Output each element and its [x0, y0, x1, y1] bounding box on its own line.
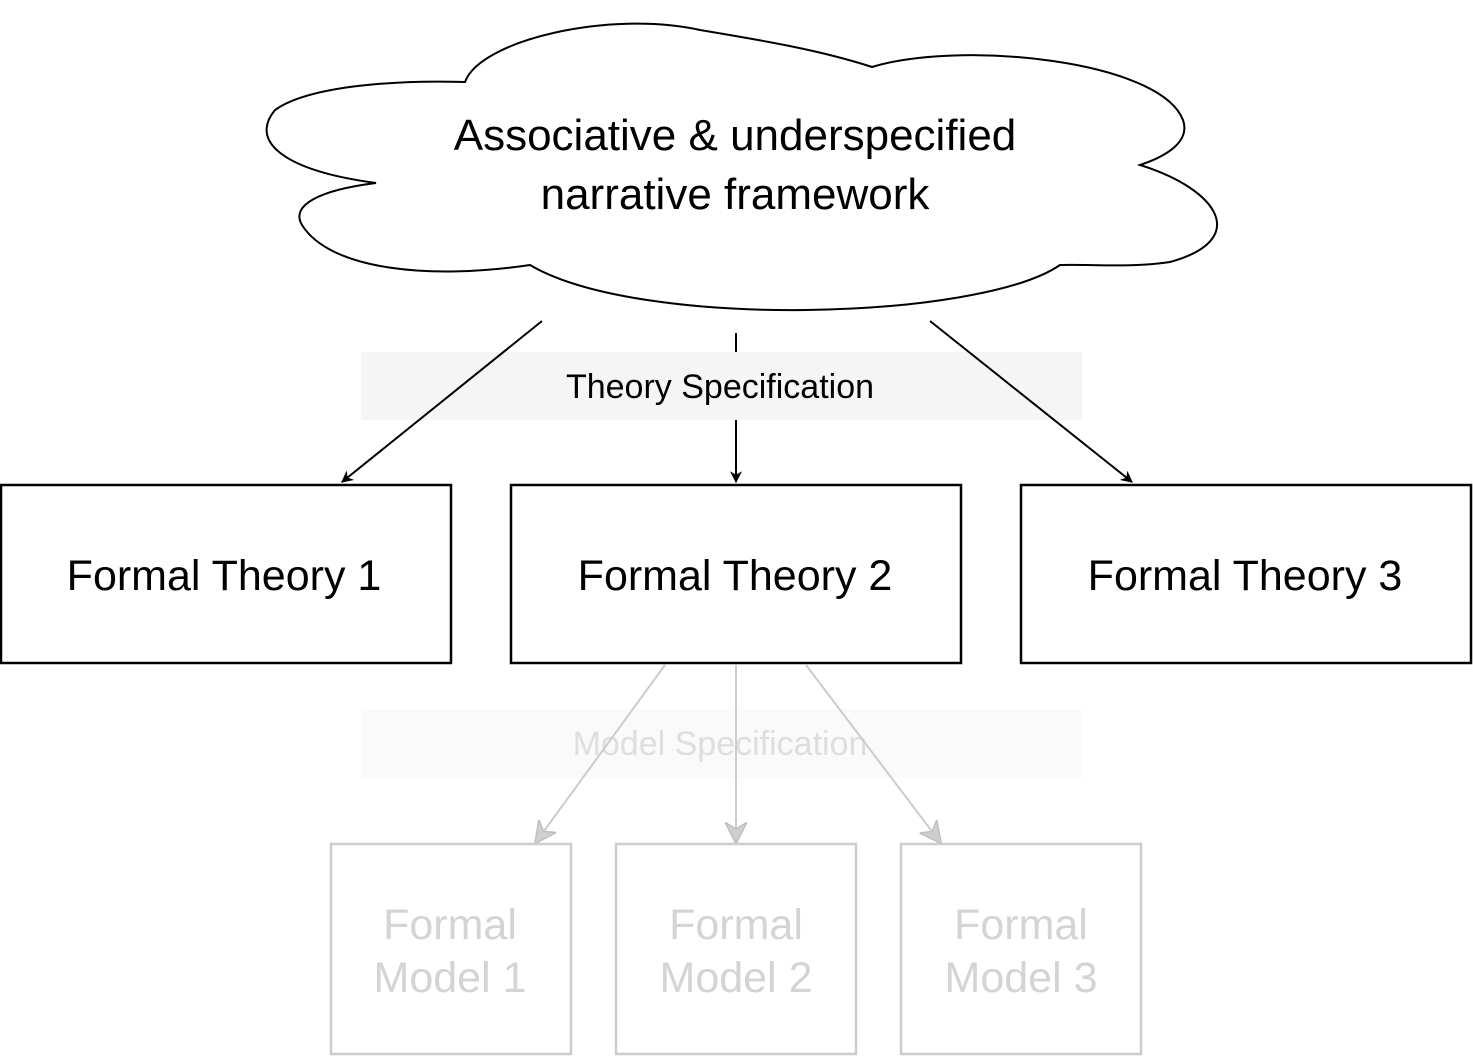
formal-theory-2-box[interactable]: Formal Theory 2 — [509, 483, 963, 665]
formal-model-3-line-1: Formal — [954, 901, 1088, 949]
formal-model-1-line-2: Model 1 — [374, 954, 527, 1002]
formal-model-1-box[interactable]: Formal Model 1 — [329, 842, 573, 1056]
formal-model-2-line-2: Model 2 — [660, 954, 813, 1002]
theory-specification-band — [361, 352, 1082, 420]
theory-specification-label: Theory Specification — [566, 368, 874, 406]
formal-theory-1-box[interactable]: Formal Theory 1 — [0, 483, 453, 665]
formal-model-3-line-2: Model 3 — [945, 954, 1098, 1002]
formal-theory-2-label: Formal Theory 2 — [578, 552, 893, 600]
arrow-to-model-3 — [805, 664, 940, 842]
model-specification-label: Model Specification — [573, 725, 868, 763]
formal-model-2-line-1: Formal — [669, 901, 803, 949]
formal-model-2-box[interactable]: Formal Model 2 — [614, 842, 858, 1056]
narrative-framework-cloud[interactable]: Associative & underspecified narrative f… — [265, 22, 1218, 311]
formal-theory-3-label: Formal Theory 3 — [1088, 552, 1403, 600]
formal-model-2-rect — [614, 842, 858, 1056]
model-specification-background — [361, 709, 1082, 778]
formal-theory-2-rect — [509, 483, 963, 665]
formal-model-1-rect — [329, 842, 573, 1056]
formal-theory-1-rect — [0, 483, 453, 665]
formal-theory-3-rect — [1019, 483, 1473, 665]
formal-model-3-rect — [899, 842, 1143, 1056]
arrow-to-model-1 — [536, 664, 666, 842]
cloud-title-line-2: narrative framework — [541, 170, 931, 219]
formal-model-3-box[interactable]: Formal Model 3 — [899, 842, 1143, 1056]
cloud-title-line-1: Associative & underspecified — [454, 111, 1017, 160]
formal-model-1-line-1: Formal — [383, 901, 517, 949]
arrow-to-theory-3 — [929, 320, 1133, 483]
cloud-shape — [265, 22, 1218, 311]
arrow-to-theory-1 — [341, 320, 543, 483]
formal-theory-1-label: Formal Theory 1 — [67, 552, 382, 600]
theory-specification-background — [361, 352, 1082, 420]
formal-theory-3-box[interactable]: Formal Theory 3 — [1019, 483, 1473, 665]
